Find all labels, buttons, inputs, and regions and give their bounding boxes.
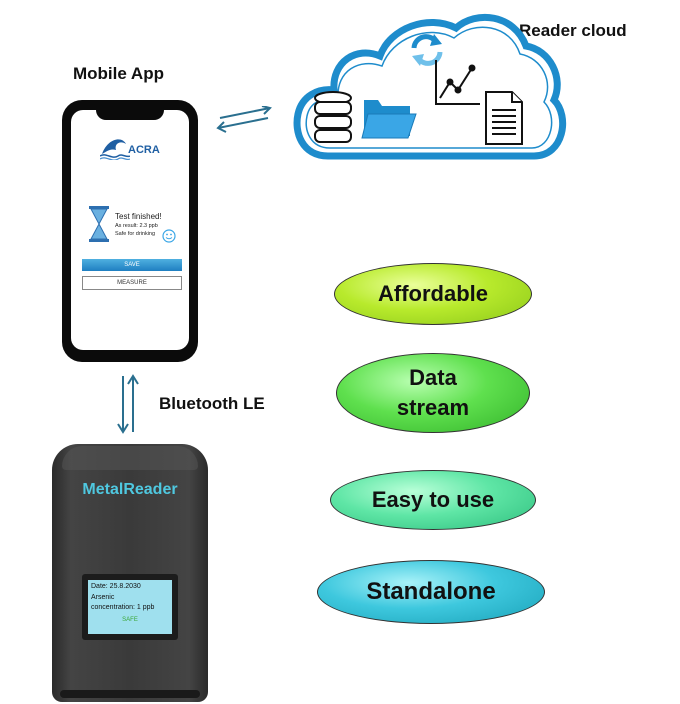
- feature-standalone-label: Standalone: [366, 578, 496, 605]
- feature-data-stream-text: Data stream: [397, 363, 469, 423]
- line-chart-icon: [435, 60, 480, 105]
- device-base: [60, 690, 200, 698]
- reader-cloud-label: Reader cloud: [519, 21, 627, 40]
- device-screen-date: Date: 25.8.2030: [91, 583, 141, 590]
- phone-notch: [96, 106, 164, 120]
- database-icon: [314, 91, 352, 143]
- metalreader-device: [52, 444, 208, 702]
- sync-icon: [411, 34, 443, 66]
- status-title: Test finished!: [115, 212, 162, 221]
- app-logo-text: ACRA: [128, 144, 160, 156]
- cloud-inner-outline: [305, 26, 553, 149]
- feature-easy-to-use: Easy to use: [330, 470, 536, 530]
- status-result: As result: 2.3 ppb: [115, 223, 158, 229]
- cloud-illustration: [293, 13, 567, 160]
- mobile-app-label: Mobile App: [73, 64, 164, 83]
- bluetooth-label: Bluetooth LE: [159, 394, 265, 413]
- wave-logo-icon: [100, 139, 130, 160]
- feature-affordable-label: Affordable: [378, 281, 488, 306]
- feature-easy-to-use-label: Easy to use: [371, 487, 495, 512]
- device-name: MetalReader: [82, 481, 178, 498]
- feature-affordable: Affordable: [334, 263, 532, 325]
- sync-arrows-horizontal: [216, 106, 272, 133]
- feature-standalone: Standalone: [317, 560, 545, 624]
- device-screen-line1: Arsenic: [91, 594, 115, 601]
- device-screen: [88, 580, 172, 634]
- document-icon: [485, 91, 523, 145]
- feature-data-stream-line1: Data: [409, 365, 457, 390]
- measure-button[interactable]: MEASURE: [82, 276, 182, 290]
- save-button[interactable]: SAVE: [82, 259, 182, 271]
- bluetooth-arrows-vertical: [117, 374, 139, 434]
- hourglass-icon: [89, 206, 109, 242]
- status-safety: Safe for drinking: [115, 231, 156, 237]
- smiley-icon: [162, 229, 176, 243]
- folder-icon: [361, 100, 417, 139]
- device-top-highlight: [62, 446, 198, 470]
- device-screen-status: SAFE: [122, 617, 138, 623]
- feature-data-stream-line2: stream: [396, 395, 470, 420]
- feature-data-stream: Data stream: [336, 353, 530, 433]
- device-screen-line2: concentration: 1 ppb: [91, 604, 155, 611]
